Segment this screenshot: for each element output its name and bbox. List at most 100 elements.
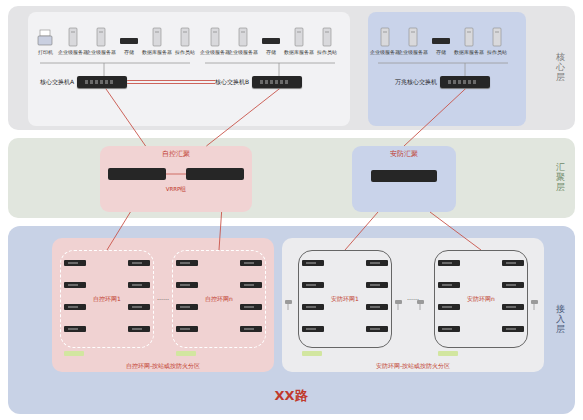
camera-icon: [395, 300, 402, 304]
link-stroke: [105, 88, 145, 146]
group-fill: [100, 146, 252, 212]
ring-switch: [506, 284, 516, 286]
ring-label: 安防环网n: [467, 295, 495, 302]
aggregation-band-fill: [8, 138, 575, 218]
ring-switch: [240, 326, 262, 332]
switch-label: 万兆核心交换机: [395, 78, 437, 85]
ring-switch: [132, 262, 142, 264]
ring-switch: [366, 304, 388, 310]
ring-switch: [502, 260, 524, 266]
ring-switch: [180, 284, 190, 286]
core-panel-fill: [368, 12, 526, 126]
ring-switch: [132, 306, 142, 308]
ring-switch: [176, 282, 198, 288]
ring-switch: [68, 262, 78, 264]
link-line: [127, 81, 215, 84]
ring-switch: [502, 326, 524, 332]
storage-icon: [262, 38, 280, 44]
switch-icon: [186, 168, 244, 180]
device-label: 企业级服务器: [370, 50, 400, 55]
device-tag: [438, 351, 458, 356]
camera-icon: [531, 300, 538, 304]
panel-caption: 安防环网-按站或按防火分区: [376, 362, 450, 369]
ring-switch: [240, 260, 262, 266]
device-label: 企业级服务器: [228, 50, 258, 55]
ring-switch: [502, 282, 524, 288]
bus-line: [40, 63, 190, 64]
server-icon: [153, 28, 161, 46]
server-icon: [467, 32, 471, 33]
ring-switch: [306, 306, 316, 308]
ring-switch: [506, 262, 516, 264]
device-label: 数据库服务器: [142, 50, 172, 55]
device-label: 企业级服务器: [398, 50, 428, 55]
ring-switch: [240, 304, 262, 310]
ring-switch: [128, 304, 150, 310]
ring-switch: [366, 260, 388, 266]
link-line: [345, 212, 378, 250]
bus-line: [465, 63, 466, 76]
link-stroke: [107, 212, 130, 250]
ring-switch: [370, 284, 380, 286]
device-label: 存储: [266, 50, 276, 55]
group-node: 自控汇聚: [100, 146, 252, 212]
link-stroke: [404, 88, 466, 146]
link-stroke: [345, 212, 378, 250]
device-label: 存储: [436, 50, 446, 55]
server-icon: [381, 28, 389, 46]
server-icon: [241, 32, 245, 33]
camera-icon: [285, 300, 292, 304]
storage-icon: [120, 38, 138, 44]
server-icon: [69, 28, 77, 46]
ring-switch: [438, 260, 460, 266]
server-icon: [213, 32, 217, 33]
ring-switch: [244, 284, 254, 286]
ring-switch: [306, 328, 316, 330]
ellipsis: ……: [157, 294, 169, 301]
server-icon: [211, 28, 219, 46]
server-icon: [99, 32, 103, 33]
device-tag: [302, 351, 322, 356]
ring-switch: [244, 328, 254, 330]
panel-fill: [52, 238, 274, 372]
ring-switch: [180, 306, 190, 308]
device-label: 存储: [124, 50, 134, 55]
device-label: 企业级服务器: [86, 50, 116, 55]
device-label: 操作员站: [487, 50, 507, 55]
access-band-fill: [8, 226, 575, 414]
layer-label: 汇聚层: [556, 163, 565, 193]
link-stroke: [219, 212, 222, 250]
ring-switch: [64, 326, 86, 332]
link-line: [430, 212, 481, 250]
device-label: 打印机: [38, 50, 53, 55]
ring-switch: [370, 262, 380, 264]
server-icon: [295, 28, 303, 46]
server-icon: [239, 28, 247, 46]
sw-node: 核心交换机B: [215, 76, 302, 88]
ring-node: 自控环网1: [60, 250, 154, 348]
link-line: [206, 88, 280, 146]
link-line: [219, 212, 222, 250]
vrrp-link: [166, 174, 186, 175]
ring-switch: [132, 284, 142, 286]
switch-label: 核心交换机A: [40, 78, 74, 85]
ring-switch: [180, 328, 190, 330]
ring-switch: [64, 282, 86, 288]
server-icon: [297, 32, 301, 33]
ring-switch: [240, 282, 262, 288]
switch-icon: [371, 170, 437, 182]
camera-icon: [534, 304, 535, 310]
camera-icon: [398, 304, 399, 310]
device-label: 数据库服务器: [284, 50, 314, 55]
server-icon: [325, 32, 329, 33]
ring-switch: [306, 262, 316, 264]
ring-switch: [302, 304, 324, 310]
ring-switch: [132, 328, 142, 330]
ring-switch: [442, 284, 452, 286]
device-tag: [64, 351, 84, 356]
road-caption: XX路: [274, 388, 307, 404]
core-band-fill: [8, 6, 575, 130]
